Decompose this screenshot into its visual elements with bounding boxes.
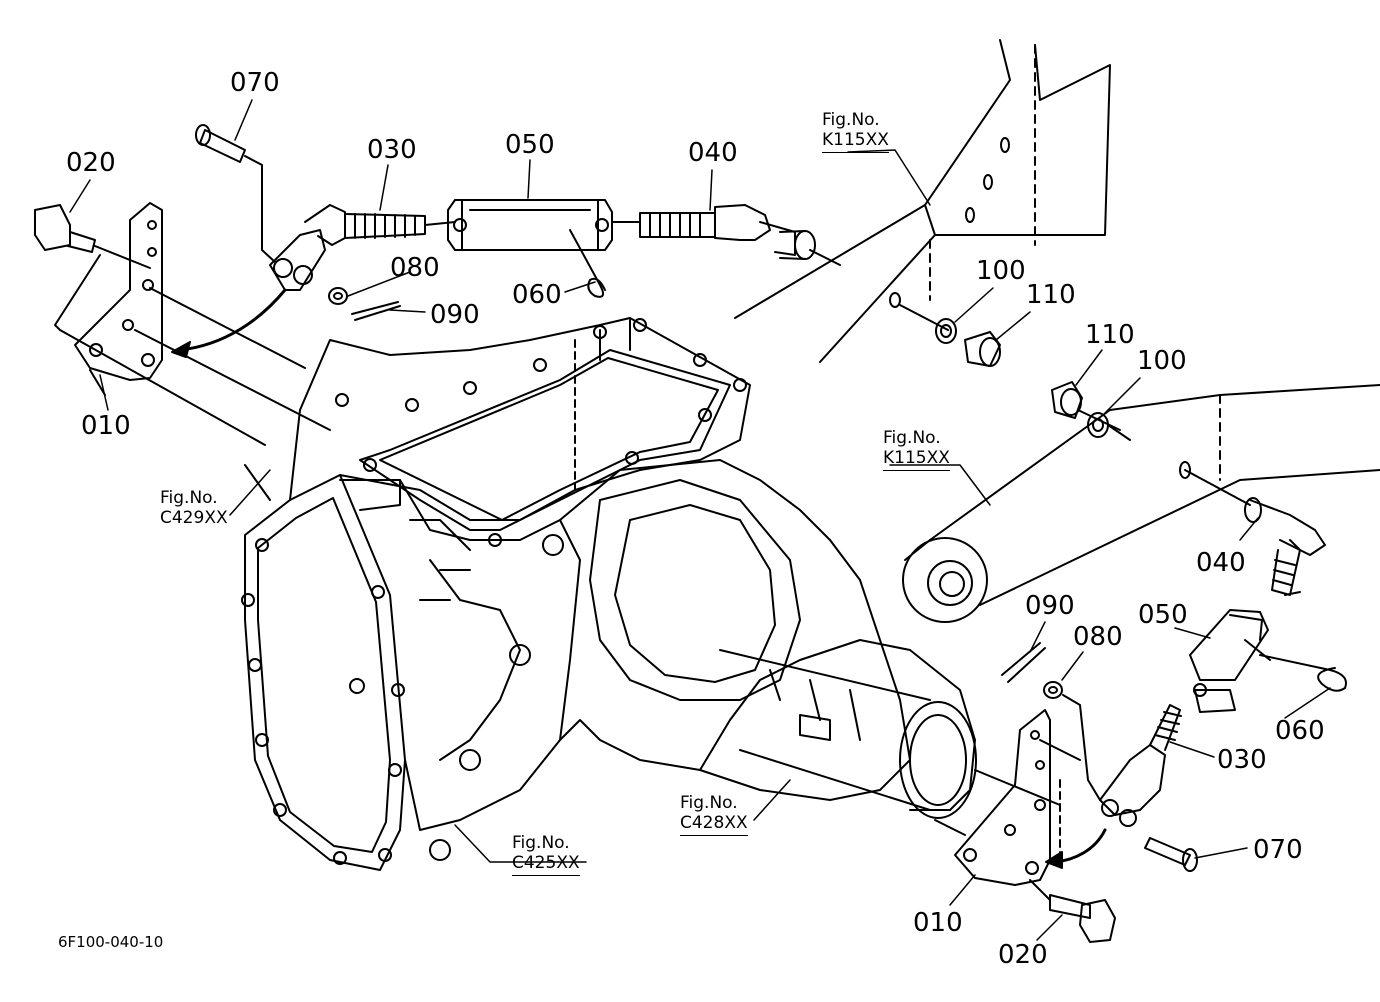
lift-arm-top — [734, 39, 1111, 363]
fig-ref-prefix: Fig.No. — [160, 488, 218, 508]
part-label-040-left: 040 — [688, 138, 738, 168]
leader-lines — [69, 99, 1331, 941]
part-label-020-left: 020 — [66, 148, 116, 178]
part-label-070-right: 070 — [1253, 835, 1303, 865]
fig-ref-c428: Fig.No. C428XX — [680, 793, 748, 836]
fig-ref-prefix: Fig.No. — [822, 110, 880, 130]
part-label-080-left: 080 — [390, 253, 440, 283]
part-label-040-right: 040 — [1196, 548, 1246, 578]
part-label-070-left: 070 — [230, 68, 280, 98]
part-label-060-right: 060 — [1275, 716, 1325, 746]
part-label-110-lower: 110 — [1085, 320, 1135, 350]
fig-ref-code: C428XX — [680, 813, 748, 836]
fig-ref-code: K115XX — [822, 130, 889, 153]
fig-ref-prefix: Fig.No. — [680, 793, 738, 813]
fig-ref-c429: Fig.No. C429XX — [160, 488, 228, 530]
part-label-080-right: 080 — [1073, 622, 1123, 652]
part-label-050-left: 050 — [505, 130, 555, 160]
diagram-id: 6F100-040-10 — [58, 933, 164, 951]
transmission-housing — [241, 317, 977, 871]
lift-arm-middle — [902, 384, 1380, 623]
right-rod-assembly — [934, 318, 1347, 943]
part-label-020-right: 020 — [998, 940, 1048, 970]
fig-ref-c425: Fig.No. C425XX — [512, 833, 580, 876]
fig-ref-prefix: Fig.No. — [512, 833, 570, 853]
part-label-100-lower: 100 — [1137, 346, 1187, 376]
fig-ref-k115-top: Fig.No. K115XX — [822, 110, 889, 153]
part-label-050-right: 050 — [1138, 600, 1188, 630]
part-label-010-left: 010 — [81, 411, 131, 441]
part-label-100-upper: 100 — [976, 256, 1026, 286]
part-label-060-left: 060 — [512, 280, 562, 310]
part-label-110-upper: 110 — [1026, 280, 1076, 310]
part-label-030-left: 030 — [367, 135, 417, 165]
fig-ref-code: C425XX — [512, 853, 580, 876]
fig-ref-k115-middle: Fig.No. K115XX — [883, 428, 950, 471]
left-rod-assembly — [34, 124, 841, 446]
fig-ref-code: K115XX — [883, 448, 950, 471]
part-label-090-left: 090 — [430, 300, 480, 330]
part-label-010-right: 010 — [913, 908, 963, 938]
fig-ref-code: C429XX — [160, 508, 228, 529]
fig-ref-prefix: Fig.No. — [883, 428, 941, 448]
part-label-030-right: 030 — [1217, 745, 1267, 775]
part-label-090-right: 090 — [1025, 591, 1075, 621]
